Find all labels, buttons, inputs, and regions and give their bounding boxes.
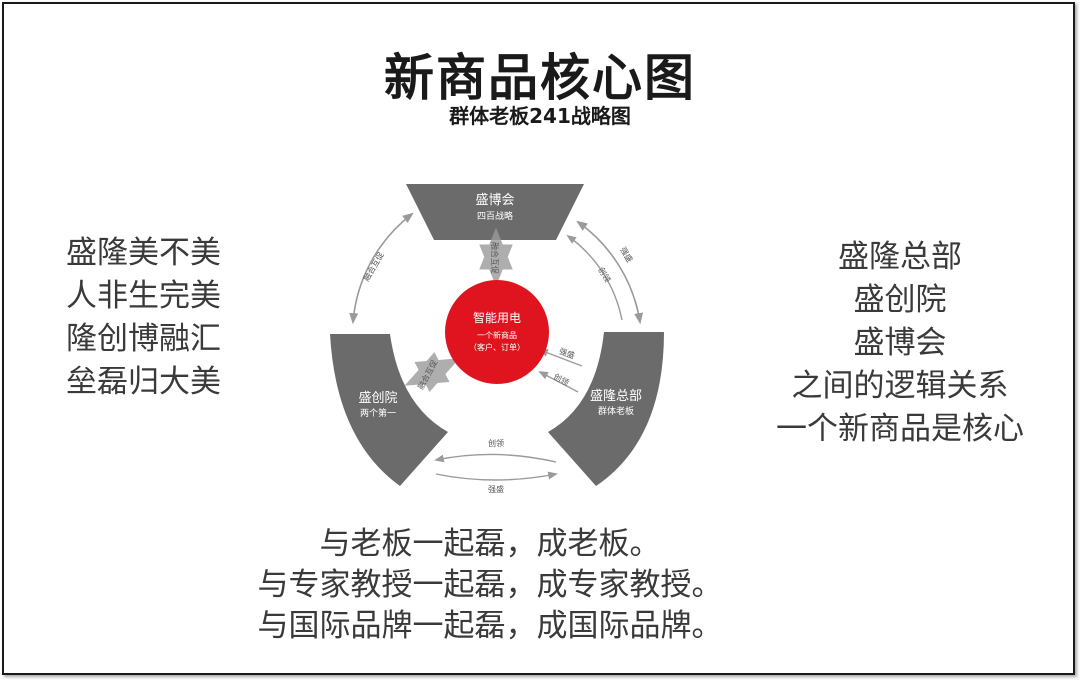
label-inner-right-b: 创领	[552, 371, 571, 387]
segment-right	[548, 332, 664, 486]
arrow-top-right-outer	[576, 220, 644, 325]
right-line: 一个新商品是核心	[776, 411, 1024, 447]
center-subtitle: 一个新商品	[477, 330, 517, 340]
label-bottom-a: 创领	[488, 438, 504, 448]
label-inner-left: 融合互促	[415, 358, 439, 391]
right-line: 盛创院	[853, 282, 947, 318]
right-line: 盛隆总部	[838, 239, 962, 275]
bottom-line: 与专家教授一起磊，成专家教授。	[257, 567, 723, 603]
arrow-inner-right-a	[538, 349, 583, 367]
arrow-bottom-inner	[434, 453, 557, 463]
bottom-slogans: 与老板一起磊，成老板。 与专家教授一起磊，成专家教授。 与国际品牌一起磊，成国际…	[160, 524, 820, 647]
label-top-left: 融合互促	[361, 250, 386, 283]
center-hub	[445, 280, 549, 384]
segment-left	[330, 334, 448, 486]
arrow-bottom-outer	[435, 471, 558, 481]
arrow-inner-left	[404, 351, 460, 393]
page-title: 新商品核心图	[384, 48, 696, 107]
right-line: 盛博会	[853, 325, 947, 361]
label-top-right-b: 创领	[596, 265, 613, 284]
right-segment-subtitle: 群体老板	[598, 405, 634, 417]
left-segment-title: 盛创院	[358, 391, 397, 406]
left-segment-subtitle: 两个第一	[360, 407, 396, 419]
top-segment-subtitle: 四百战略	[477, 210, 513, 222]
bottom-line: 与国际品牌一起磊，成国际品牌。	[257, 608, 723, 644]
page-subtitle: 群体老板241战略图	[449, 104, 631, 128]
label-inner-top: 融合互促	[490, 242, 500, 274]
left-poem: 盛隆美不美 人非生完美 隆创博融汇 垒磊归大美	[66, 232, 286, 404]
arrow-top-left	[349, 212, 414, 325]
left-line: 隆创博融汇	[66, 321, 221, 357]
label-bottom-b: 强盛	[488, 484, 504, 494]
label-top-right-a: 强盛	[618, 245, 635, 264]
right-summary: 盛隆总部 盛创院 盛博会 之间的逻辑关系 一个新商品是核心	[750, 236, 1050, 451]
left-line: 盛隆美不美	[66, 235, 221, 271]
top-segment-title: 盛博会	[475, 193, 514, 208]
right-line: 之间的逻辑关系	[791, 368, 1009, 404]
right-segment-title: 盛隆总部	[590, 389, 642, 404]
left-line: 垒磊归大美	[66, 364, 221, 400]
arrow-inner-right-b	[538, 371, 579, 393]
center-note: （客户、订单）	[469, 342, 525, 352]
left-line: 人非生完美	[66, 278, 221, 314]
center-title: 智能用电	[473, 310, 521, 325]
segment-top	[406, 184, 584, 240]
bottom-line: 与老板一起磊，成老板。	[319, 526, 661, 562]
arrow-top-right-inner	[566, 234, 623, 321]
